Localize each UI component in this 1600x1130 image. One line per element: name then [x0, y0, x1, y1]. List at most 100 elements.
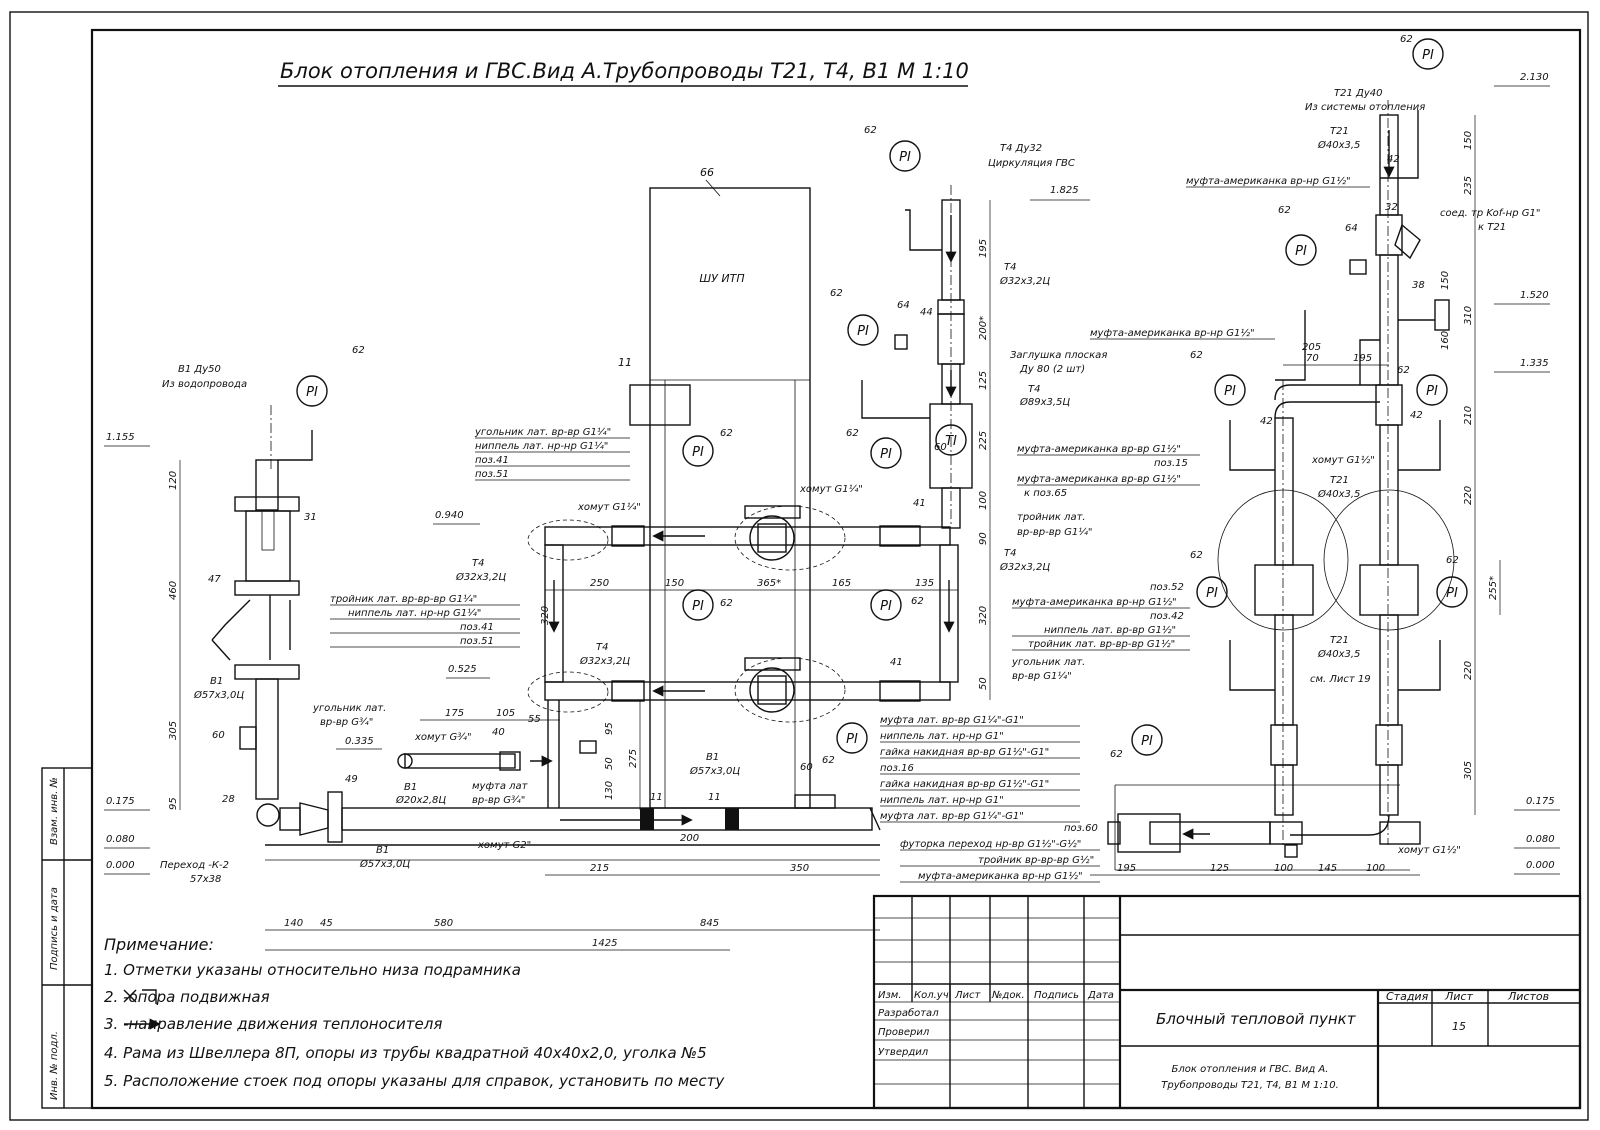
svg-text:0.175: 0.175	[1526, 796, 1555, 807]
svg-text:125: 125	[978, 371, 989, 390]
stamp-signature: Подпись и дата	[49, 887, 60, 970]
svg-text:В1: В1	[376, 845, 389, 856]
svg-text:Ø89х3,5Ц: Ø89х3,5Ц	[1019, 396, 1070, 408]
svg-text:305: 305	[1463, 761, 1474, 780]
svg-text:100: 100	[1366, 863, 1385, 874]
svg-text:11: 11	[708, 792, 721, 803]
svg-text:вр-вр G¾": вр-вр G¾"	[320, 717, 373, 728]
gauge-pi-7: PI	[889, 140, 921, 172]
cabinet-label: ШУ ИТП	[699, 272, 744, 285]
svg-text:57х38: 57х38	[190, 874, 221, 885]
svg-text:100: 100	[978, 491, 989, 510]
horizontal-dimensions: 250 150 365* 165 135 175 105 200 215 350…	[265, 342, 1420, 951]
svg-text:ниппель лат. нр-нр G1": ниппель лат. нр-нр G1"	[880, 731, 1004, 742]
svg-text:поз.16: поз.16	[880, 763, 914, 774]
svg-text:42: 42	[1260, 416, 1273, 427]
pump-upper	[734, 505, 846, 571]
control-cabinet: ШУ ИТП 66 11	[618, 166, 811, 809]
svg-text:футорка переход нр-вр G1½"-G½": футорка переход нр-вр G1½"-G½"	[900, 838, 1081, 850]
svg-text:200*: 200*	[978, 316, 989, 340]
stamp-inventory: Инв. № подл.	[49, 1031, 60, 1100]
svg-text:Проверил: Проверил	[878, 1027, 930, 1038]
svg-text:47: 47	[208, 574, 221, 585]
elev-1155: 1.155	[104, 432, 150, 447]
svg-text:Заглушка плоская: Заглушка плоская	[1010, 350, 1107, 361]
svg-text:62: 62	[1446, 555, 1459, 566]
svg-text:PI: PI	[846, 732, 858, 747]
vertical-dimensions: 120 460 305 95 195 200* 125 225 100 90 3…	[168, 115, 1501, 815]
svg-text:хомут G1¼": хомут G1¼"	[577, 501, 641, 513]
svg-text:муфта-американка вр-нр G1½": муфта-американка вр-нр G1½"	[1090, 327, 1255, 339]
branch-v1-20	[397, 700, 597, 808]
callout-left-b: тройник лат. вр-вр-вр G1¼" ниппель лат. …	[330, 593, 520, 648]
svg-text:11: 11	[618, 356, 632, 369]
svg-text:Ø32х3,2Ц: Ø32х3,2Ц	[999, 275, 1050, 287]
svg-text:Ду 80 (2 шт): Ду 80 (2 шт)	[1019, 364, 1085, 375]
box-11	[629, 384, 691, 426]
svg-text:40: 40	[492, 727, 505, 738]
svg-text:ниппель лат. нр-нр G1¼": ниппель лат. нр-нр G1¼"	[348, 607, 481, 619]
svg-text:215: 215	[590, 863, 609, 874]
svg-text:62: 62	[830, 288, 843, 299]
svg-text:Т21: Т21	[1330, 126, 1349, 137]
svg-text:320: 320	[540, 606, 551, 625]
svg-text:Ø57х3,0Ц: Ø57х3,0Ц	[359, 858, 410, 870]
svg-text:250: 250	[590, 578, 609, 589]
svg-text:Т21 Ду40: Т21 Ду40	[1334, 88, 1382, 99]
svg-text:Т4: Т4	[1004, 262, 1016, 273]
svg-text:150: 150	[1463, 131, 1474, 150]
svg-text:205: 205	[1302, 342, 1321, 353]
svg-text:Ø40х3,5: Ø40х3,5	[1317, 488, 1360, 500]
svg-text:В1: В1	[210, 676, 223, 687]
svg-text:42: 42	[1410, 410, 1423, 421]
svg-text:ниппель лат. вр-вр G1½": ниппель лат. вр-вр G1½"	[1044, 624, 1176, 636]
svg-text:муфта лат. вр-вр G1¼"-G1": муфта лат. вр-вр G1¼"-G1"	[880, 714, 1024, 726]
note-1: 1. Отметки указаны относительно низа под…	[104, 961, 521, 979]
gauge-pi-5: PI	[870, 589, 902, 621]
svg-text:Подпись: Подпись	[1034, 990, 1079, 1001]
svg-text:PI: PI	[1224, 384, 1236, 399]
gauge-pi-15: PI	[1436, 576, 1468, 608]
title-block: Изм. Кол.уч Лист №док. Подпись Дата Разр…	[872, 894, 1582, 1110]
svg-text:310: 310	[1463, 306, 1474, 325]
t4-loop	[527, 505, 959, 723]
svg-text:42: 42	[1387, 154, 1400, 165]
svg-text:Ø57х3,0Ц: Ø57х3,0Ц	[689, 765, 740, 777]
svg-text:Циркуляция ГВС: Циркуляция ГВС	[988, 158, 1075, 169]
svg-text:145: 145	[1318, 863, 1337, 874]
svg-text:хомут G1¼": хомут G1¼"	[799, 483, 863, 495]
svg-text:49: 49	[345, 774, 358, 785]
svg-text:поз.15: поз.15	[1154, 458, 1188, 469]
svg-text:поз.51: поз.51	[475, 469, 509, 480]
svg-text:305: 305	[168, 721, 179, 740]
support-symbol	[123, 989, 157, 1004]
svg-text:PI: PI	[1295, 244, 1307, 259]
svg-text:45: 45	[320, 918, 333, 929]
svg-text:0.080: 0.080	[106, 834, 135, 845]
callout-mid-right: муфта-американка вр-вр G1½" поз.15 муфта…	[1017, 443, 1200, 538]
side-stamp: Взам. инв. № Подпись и дата Инв. № подл.	[41, 767, 93, 1109]
callout-mid-right-b: поз.52 муфта-американка вр-нр G1½" поз.4…	[1011, 582, 1190, 682]
svg-text:см. Лист 19: см. Лист 19	[1310, 674, 1371, 685]
gauge-pi-6: PI	[847, 314, 879, 346]
svg-text:хомут G2": хомут G2"	[477, 840, 531, 851]
callouts: угольник лат. вр-вр G1¼" ниппель лат. нр…	[312, 175, 1540, 883]
svg-text:1.155: 1.155	[106, 432, 135, 443]
svg-text:41: 41	[913, 498, 926, 509]
svg-text:Т4: Т4	[596, 642, 608, 653]
elevation-marks: 2.130 1.825 1.520 1.335 1.155 0.940 0.52…	[104, 72, 1560, 875]
svg-text:62: 62	[864, 125, 877, 136]
elev-2130: 2.130	[1494, 72, 1550, 87]
svg-text:поз.41: поз.41	[460, 622, 494, 633]
gauge-pi-11: PI	[1412, 38, 1444, 70]
svg-text:62: 62	[720, 598, 733, 609]
meter-60	[239, 726, 257, 750]
svg-text:муфта-американка вр-нр G1½": муфта-американка вр-нр G1½"	[1012, 596, 1177, 608]
svg-text:0.000: 0.000	[1526, 860, 1555, 871]
svg-text:PI: PI	[880, 599, 892, 614]
note-2: 2. -опора подвижная	[104, 988, 270, 1006]
svg-text:тройник лат.: тройник лат.	[1017, 512, 1086, 523]
svg-text:220: 220	[1463, 486, 1474, 505]
svg-text:62: 62	[911, 596, 924, 607]
